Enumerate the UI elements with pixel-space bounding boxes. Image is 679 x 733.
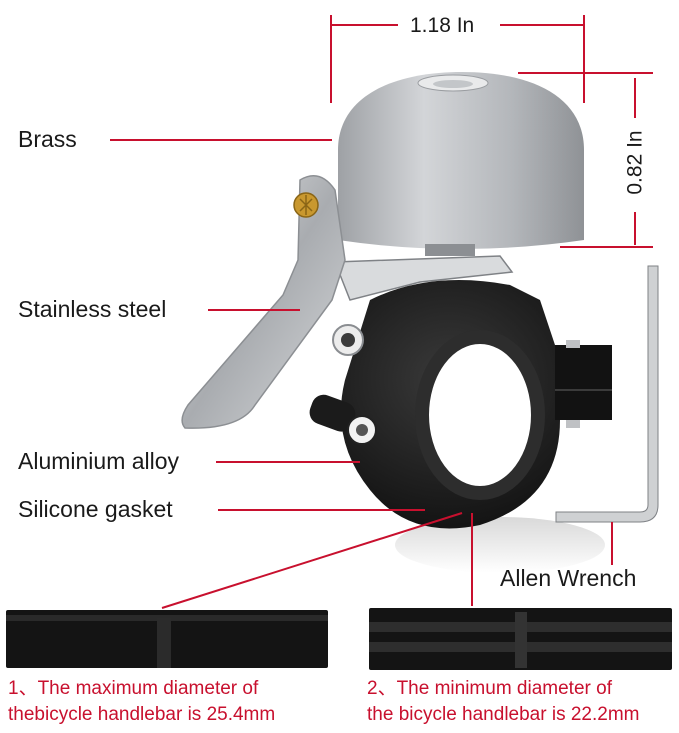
- callout-allen-wrench: Allen Wrench: [500, 565, 637, 591]
- handlebar-clamp: [340, 280, 612, 529]
- callout-stainless-steel: Stainless steel: [18, 296, 167, 322]
- note-min-line2: the bicycle handlebar is 22.2mm: [367, 704, 640, 725]
- bell-dome: [338, 72, 584, 249]
- note-max-diameter: 1、The maximum diameter of thebicycle han…: [8, 676, 275, 728]
- gasket-sample-min: [369, 608, 672, 670]
- note-max-line1: 1、The maximum diameter of: [8, 678, 259, 699]
- allen-wrench: [555, 265, 659, 523]
- note-max-line2: thebicycle handlebar is 25.4mm: [8, 704, 276, 725]
- gasket-sample-max: [6, 610, 328, 668]
- callout-aluminium-alloy: Aluminium alloy: [18, 448, 180, 474]
- tension-knob: [309, 394, 377, 445]
- width-dimension-label: 1.18 In: [410, 14, 475, 37]
- leader-lines: [110, 15, 653, 609]
- height-dimension-label: 0.82 In: [623, 130, 647, 195]
- mount-plate: [333, 244, 514, 301]
- floor-shadow: [395, 517, 605, 573]
- callout-silicone-gasket: Silicone gasket: [18, 496, 173, 522]
- striker-lever: [181, 175, 346, 429]
- note-min-line1: 2、The minimum diameter of: [367, 678, 612, 699]
- note-min-diameter: 2、The minimum diameter of the bicycle ha…: [367, 676, 639, 728]
- pivot-bolt: [332, 324, 364, 356]
- callout-brass: Brass: [18, 126, 77, 152]
